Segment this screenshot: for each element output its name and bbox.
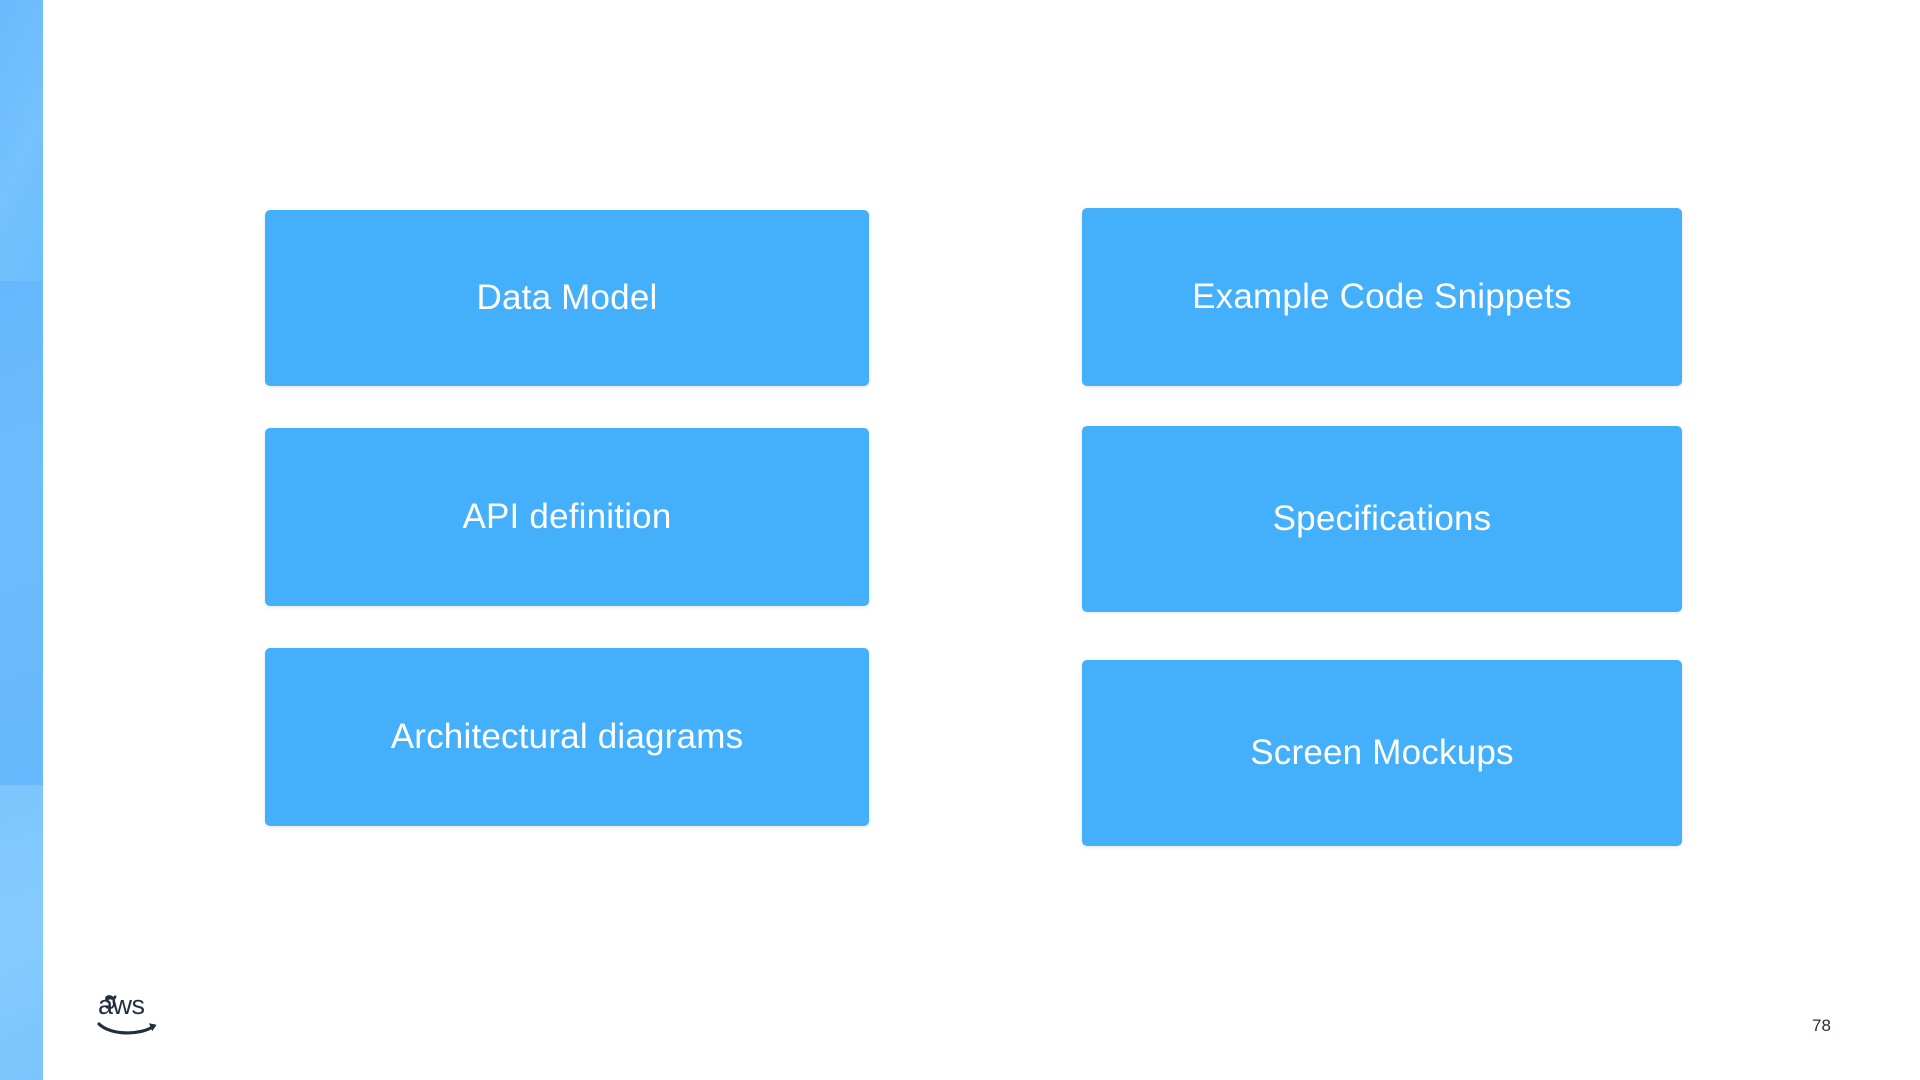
card-label: Example Code Snippets bbox=[1192, 277, 1572, 316]
card-data-model[interactable]: Data Model bbox=[265, 210, 869, 386]
card-architectural-diagrams[interactable]: Architectural diagrams bbox=[265, 648, 869, 826]
card-example-code-snippets[interactable]: Example Code Snippets bbox=[1082, 208, 1682, 386]
card-label: Screen Mockups bbox=[1250, 733, 1514, 772]
aws-logo: aws bbox=[96, 990, 164, 1042]
card-api-definition[interactable]: API definition bbox=[265, 428, 869, 606]
card-specifications[interactable]: Specifications bbox=[1082, 426, 1682, 612]
page-number: 78 bbox=[1812, 1016, 1831, 1035]
card-screen-mockups[interactable]: Screen Mockups bbox=[1082, 660, 1682, 846]
svg-text:aws: aws bbox=[98, 990, 145, 1020]
card-label: Data Model bbox=[476, 278, 658, 317]
card-label: Specifications bbox=[1272, 499, 1492, 538]
gradient-stripe-segment-3 bbox=[0, 785, 43, 1080]
gradient-stripe-segment-1 bbox=[0, 0, 43, 281]
card-label: Architectural diagrams bbox=[390, 717, 744, 756]
card-label: API definition bbox=[462, 497, 672, 536]
gradient-stripe-segment-2 bbox=[0, 281, 43, 785]
decorative-gradient-stripe bbox=[0, 0, 43, 1080]
